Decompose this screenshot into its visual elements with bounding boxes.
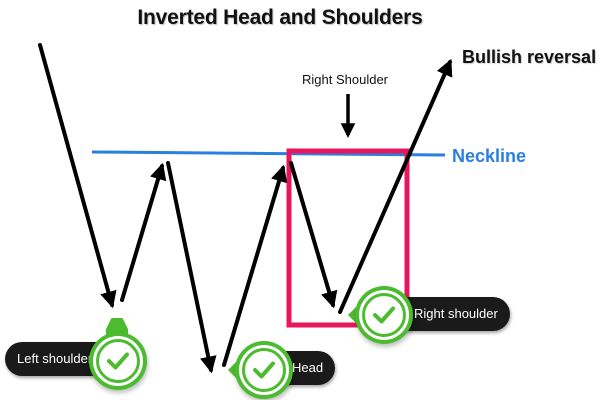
left-shoulder-badge xyxy=(96,339,140,383)
check-icon xyxy=(373,306,395,324)
neckline-line xyxy=(91,150,446,157)
price-leg-1 xyxy=(38,43,117,309)
check-icon xyxy=(253,361,275,379)
price-path xyxy=(38,43,453,374)
right-shoulder-top-label: Right Shoulder xyxy=(302,72,388,87)
right-shoulder-box xyxy=(286,148,410,328)
check-icon xyxy=(107,352,129,370)
price-leg-5 xyxy=(289,161,338,309)
right-shoulder-badge xyxy=(362,293,406,337)
price-leg-4 xyxy=(222,164,288,367)
left-shoulder-tab xyxy=(106,318,128,340)
price-leg-3 xyxy=(166,161,217,374)
head-badge xyxy=(242,348,286,392)
price-leg-6 xyxy=(338,58,453,314)
neckline-label: Neckline xyxy=(452,146,527,166)
diagram-title: Inverted Head and Shoulders xyxy=(137,6,423,29)
bullish-reversal-label: Bullish reversal xyxy=(462,47,597,67)
price-leg-2 xyxy=(120,162,167,302)
right-shoulder-pill: Right shoulder xyxy=(386,297,510,331)
